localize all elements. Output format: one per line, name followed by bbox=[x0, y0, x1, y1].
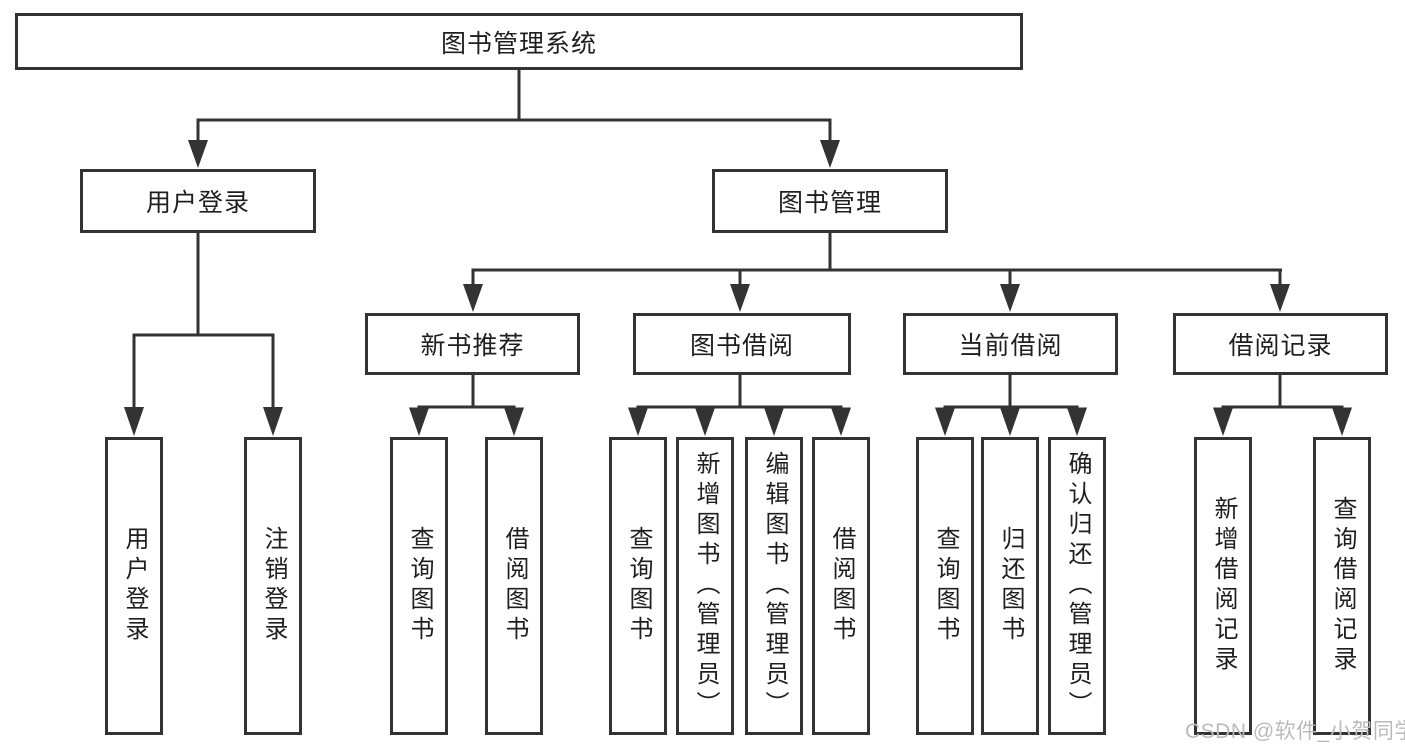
leaf-query-books-recommendation: 查询图书 bbox=[390, 437, 448, 735]
connector-root-to-level2 bbox=[188, 70, 840, 168]
node-label: 新增图书（管理员） bbox=[692, 451, 719, 721]
node-label: 查询图书 bbox=[932, 526, 959, 646]
node-label: 用户登录 bbox=[145, 189, 250, 217]
node-new-book-recommendation: 新书推荐 bbox=[365, 313, 580, 375]
node-current-borrowing: 当前借阅 bbox=[903, 313, 1118, 375]
node-book-borrowing: 图书借阅 bbox=[633, 313, 851, 375]
node-label: 借阅图书 bbox=[828, 526, 855, 646]
leaf-logout: 注销登录 bbox=[244, 437, 302, 735]
node-label: 用户登录 bbox=[121, 526, 148, 646]
leaf-query-borrow-record: 查询借阅记录 bbox=[1313, 437, 1371, 735]
node-user-login: 用户登录 bbox=[80, 169, 316, 233]
node-label: 图书借阅 bbox=[689, 332, 794, 360]
node-label: 借阅记录 bbox=[1228, 332, 1333, 360]
leaf-query-books-borrowing: 查询图书 bbox=[609, 437, 667, 735]
node-label: 注销登录 bbox=[260, 526, 287, 646]
node-label: 查询图书 bbox=[406, 526, 433, 646]
connector-book-mgmt-to-level3 bbox=[463, 233, 1290, 312]
node-label: 归还图书 bbox=[997, 526, 1024, 646]
node-label: 新书推荐 bbox=[420, 332, 525, 360]
connector-user-login-to-leaves bbox=[124, 233, 283, 436]
leaf-add-borrow-record: 新增借阅记录 bbox=[1194, 437, 1252, 735]
leaf-add-book-admin: 新增图书（管理员） bbox=[676, 437, 734, 735]
leaf-user-login: 用户登录 bbox=[105, 437, 163, 735]
node-label: 当前借阅 bbox=[958, 332, 1063, 360]
leaf-query-books-current: 查询图书 bbox=[916, 437, 974, 735]
node-label: 查询借阅记录 bbox=[1329, 496, 1356, 676]
leaf-confirm-return-admin: 确认归还（管理员） bbox=[1048, 437, 1106, 735]
connector-borrow-records-to-leaves bbox=[1213, 375, 1352, 436]
node-label: 图书管理系统 bbox=[440, 29, 597, 58]
node-label: 借阅图书 bbox=[501, 526, 528, 646]
node-label: 图书管理 bbox=[777, 189, 882, 217]
node-borrowing-records: 借阅记录 bbox=[1173, 313, 1388, 375]
connector-current-borrow-to-leaves bbox=[935, 375, 1087, 436]
connector-book-borrow-to-leaves bbox=[628, 375, 851, 436]
leaf-return-book: 归还图书 bbox=[981, 437, 1039, 735]
node-library-management-system: 图书管理系统 bbox=[15, 13, 1023, 70]
node-label: 确认归还（管理员） bbox=[1064, 451, 1091, 721]
node-label: 新增借阅记录 bbox=[1210, 496, 1237, 676]
connector-new-book-rec-to-leaves bbox=[409, 375, 524, 436]
csdn-watermark: CSDN @软件_小贺同学 bbox=[1185, 720, 1405, 743]
leaf-borrow-books-recommendation: 借阅图书 bbox=[485, 437, 543, 735]
node-label: 查询图书 bbox=[625, 526, 652, 646]
node-label: 编辑图书（管理员） bbox=[761, 451, 788, 721]
leaf-borrow-book: 借阅图书 bbox=[812, 437, 870, 735]
leaf-edit-book-admin: 编辑图书（管理员） bbox=[745, 437, 803, 735]
node-book-management: 图书管理 bbox=[712, 169, 948, 233]
